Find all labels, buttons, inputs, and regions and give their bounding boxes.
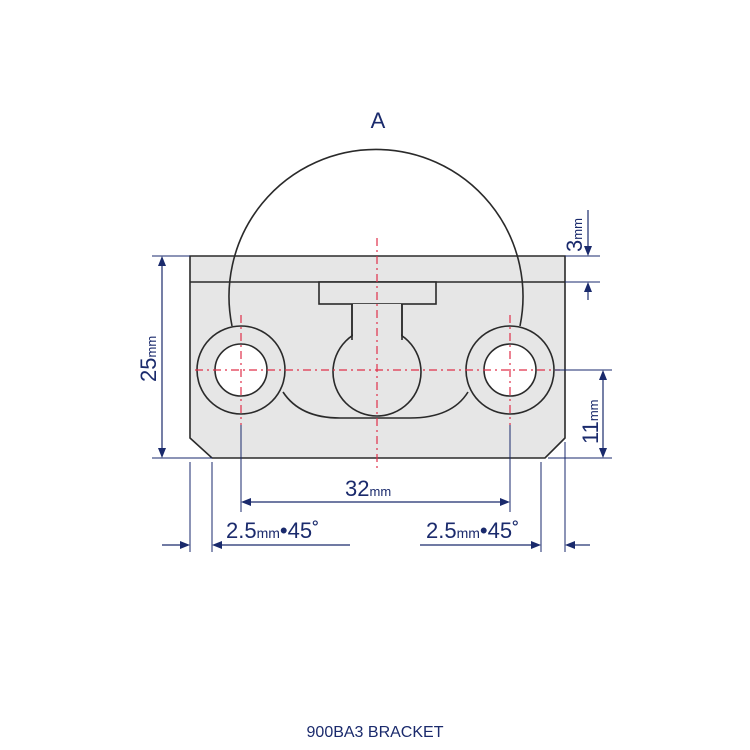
- web-curve: [282, 391, 469, 419]
- left-chamfer-angle: •45˚: [280, 518, 320, 543]
- hole-spacing-value: 32: [345, 476, 369, 501]
- hole-height-unit: mm: [586, 399, 601, 421]
- drawing-caption: 900BA3 BRACKET: [307, 724, 444, 741]
- overall-height-dimension: 25mm: [136, 255, 212, 459]
- t-slot-stem-edges: [351, 304, 403, 340]
- svg-text:32mm: 32mm: [345, 476, 391, 501]
- left-chamfer-unit: mm: [257, 525, 280, 541]
- slot-height-value: 3: [562, 240, 587, 252]
- hole-spacing-dimension: 32mm: [240, 425, 511, 512]
- right-chamfer-unit: mm: [457, 525, 480, 541]
- slot-height-dimension: 3mm: [562, 210, 600, 300]
- hole-spacing-unit: mm: [369, 484, 391, 499]
- overall-height-unit: mm: [144, 336, 159, 358]
- hole-height-dimension: 11mm: [548, 369, 612, 459]
- slot-height-unit: mm: [570, 218, 585, 240]
- svg-text:11mm: 11mm: [578, 399, 603, 444]
- hole-height-value: 11: [578, 421, 603, 444]
- left-chamfer-dimension: 2.5mm•45˚: [162, 462, 350, 552]
- left-chamfer-value: 2.5: [226, 518, 257, 543]
- svg-text:2.5mm•45˚: 2.5mm•45˚: [426, 518, 519, 543]
- overall-height-value: 25: [136, 358, 161, 382]
- detail-label: A: [371, 108, 386, 133]
- svg-text:3mm: 3mm: [562, 218, 587, 252]
- right-chamfer-angle: •45˚: [480, 518, 520, 543]
- svg-text:2.5mm•45˚: 2.5mm•45˚: [226, 518, 319, 543]
- right-chamfer-dimension: 2.5mm•45˚: [420, 442, 590, 552]
- svg-text:25mm: 25mm: [136, 336, 161, 382]
- right-chamfer-value: 2.5: [426, 518, 457, 543]
- center-lines: [195, 238, 560, 468]
- detail-circle: [228, 148, 524, 327]
